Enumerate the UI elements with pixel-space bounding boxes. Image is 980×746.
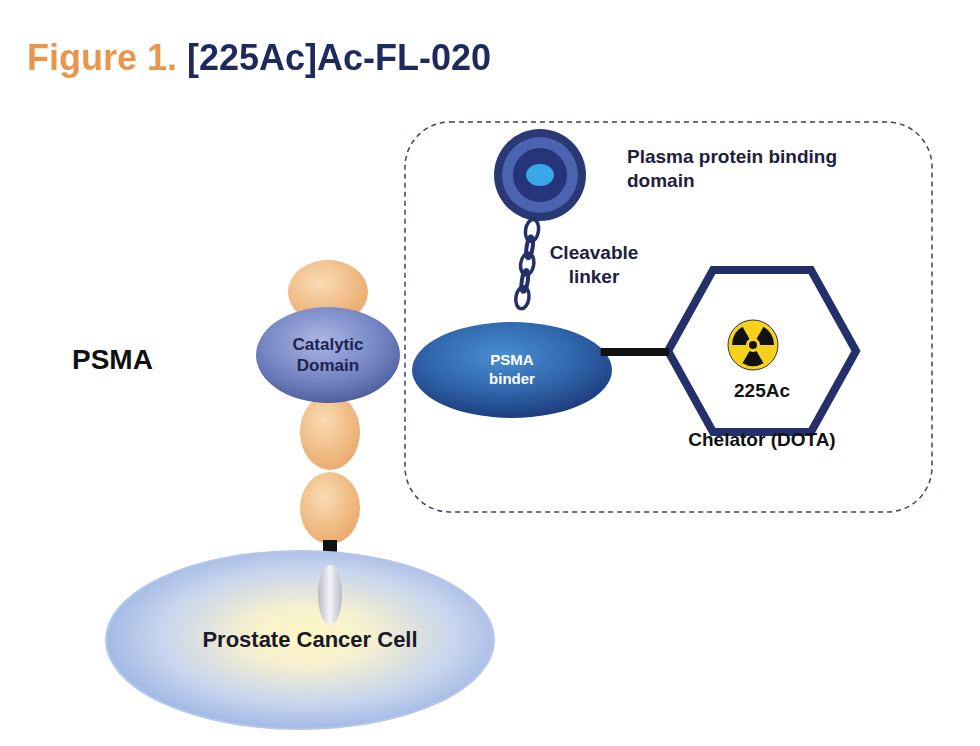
domain-ellipse [256, 307, 400, 403]
node-outline [493, 128, 587, 222]
connector-bar [601, 352, 669, 353]
domain-core [526, 164, 554, 186]
transmembrane-segment [318, 565, 342, 625]
isotope-label: 225Ac [663, 379, 861, 403]
node-shape: Plasma protein binding domain [493, 128, 587, 222]
radiation-blade [743, 351, 764, 366]
node-shape: PSMA binder [412, 322, 612, 418]
connector-bar [601, 348, 669, 356]
protein-domain [300, 394, 360, 470]
part-label: PSMA [72, 342, 153, 377]
cell-label: Prostate Cancer Cell [150, 626, 470, 654]
radiation-center [749, 341, 757, 349]
radiation-blade [757, 327, 775, 345]
radiation-symbol [728, 320, 778, 370]
dashed-group-box [405, 122, 932, 512]
binder-ellipse [412, 322, 612, 418]
domain-ring [494, 129, 586, 221]
connector-label: Cleavable linker [538, 241, 650, 289]
cell-ellipse [106, 551, 494, 729]
node-cell: Prostate Cancer Cell [105, 550, 495, 730]
chain-link [514, 286, 530, 310]
node-outline [256, 307, 400, 403]
protein-domain [300, 472, 360, 544]
cleavable-linker-chain [514, 219, 540, 310]
domain-ring [502, 137, 578, 213]
radiation-blade [732, 327, 750, 345]
domain-label: Catalytic Domain [268, 334, 388, 377]
chelator-label: Chelator (DOTA) [643, 428, 881, 452]
domain-ring [513, 148, 567, 202]
domain-label: Plasma protein binding domain [627, 145, 857, 193]
binder-label: PSMA binder [467, 351, 557, 389]
chelator-hexagon [668, 270, 856, 432]
node-shape: Catalytic Domain [256, 307, 400, 403]
figure-title: Figure 1. [225Ac]Ac-FL-020 [27, 37, 491, 79]
